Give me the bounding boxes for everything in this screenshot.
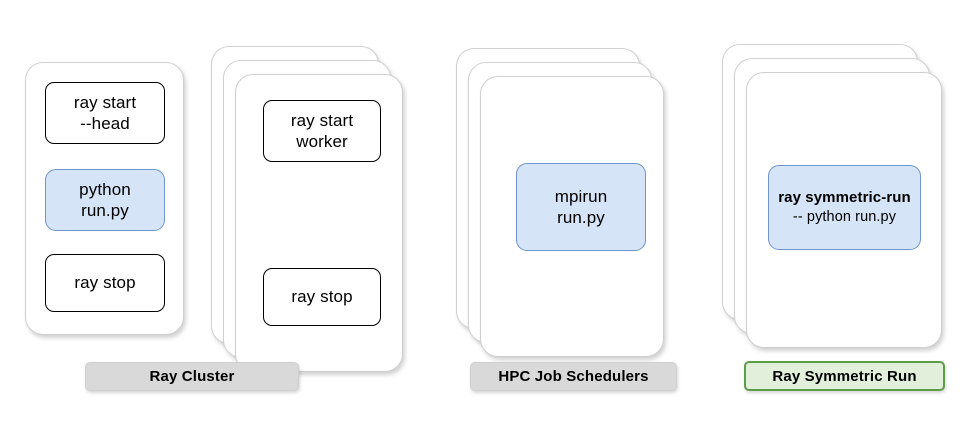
box-ray-start-head-line2: --head [80,114,130,133]
box-ray-start-worker-line2: worker [296,132,348,151]
caption-ray-cluster[interactable]: Ray Cluster [85,362,299,391]
caption-ray-symmetric-run-label: Ray Symmetric Run [772,367,917,385]
box-ray-stop-head-line1: ray stop [74,273,136,293]
box-mpirun-run-py[interactable]: mpirun run.py [516,163,646,251]
box-mpirun-run-py-line1: mpirun [554,186,608,206]
caption-hpc-job-schedulers-label: HPC Job Schedulers [498,368,649,385]
box-ray-start-head-line1: ray start [73,92,137,112]
box-ray-stop-head[interactable]: ray stop [45,254,165,312]
box-python-run-py-line1: python [79,179,131,199]
box-ray-symmetric-run-line1: ray symmetric-run [778,189,911,207]
caption-ray-cluster-label: Ray Cluster [149,368,235,385]
box-ray-start-worker-line1: ray start [290,110,354,130]
caption-ray-symmetric-run[interactable]: Ray Symmetric Run [744,361,945,391]
box-ray-start-worker[interactable]: ray start worker [263,100,381,162]
box-ray-start-head[interactable]: ray start --head [45,82,165,144]
box-python-run-py[interactable]: python run.py [45,169,165,231]
box-mpirun-run-py-line2: run.py [557,208,605,227]
box-ray-stop-worker[interactable]: ray stop [263,268,381,326]
caption-hpc-job-schedulers[interactable]: HPC Job Schedulers [470,362,677,391]
box-python-run-py-line2: run.py [81,201,129,220]
box-ray-symmetric-run[interactable]: ray symmetric-run -- python run.py [768,165,921,250]
box-ray-symmetric-run-line2: -- python run.py [792,208,897,225]
box-ray-stop-worker-line1: ray stop [291,287,353,307]
